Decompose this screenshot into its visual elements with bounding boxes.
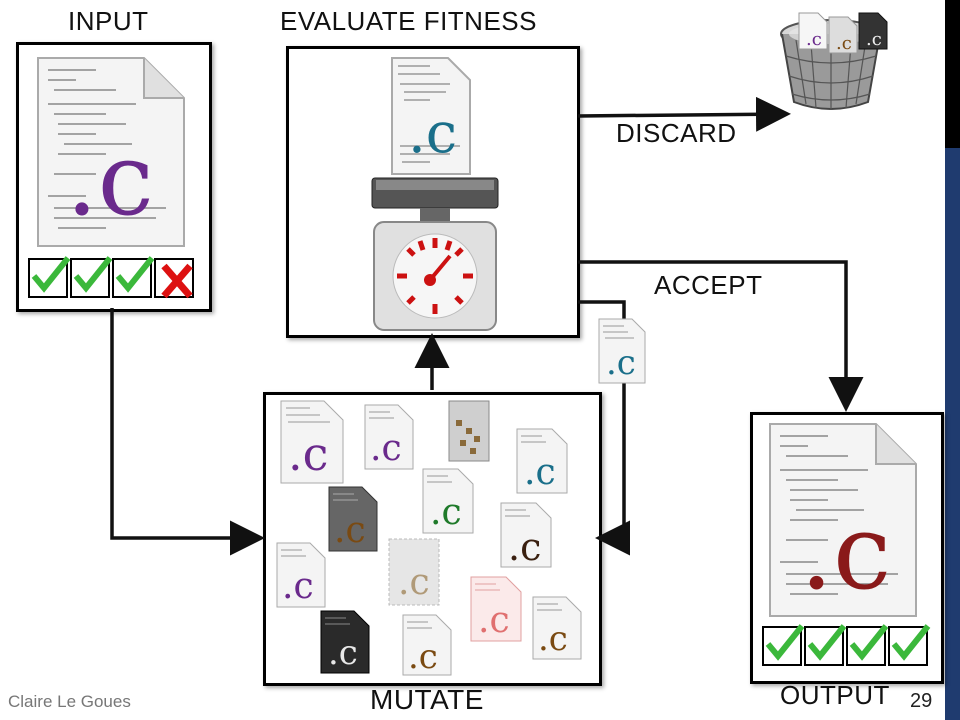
- svg-text:.c: .c: [408, 101, 457, 166]
- input-to-mutate-arrow: [110, 308, 265, 556]
- svg-text:.c: .c: [328, 633, 358, 673]
- svg-text:.c: .c: [478, 600, 510, 641]
- sidebar-black-bar: [945, 0, 960, 148]
- accept-arrow: [578, 260, 864, 412]
- accept-label: ACCEPT: [654, 270, 763, 300]
- check-icon: [846, 624, 889, 666]
- svg-text:.c: .c: [334, 510, 366, 551]
- output-test-results: [762, 624, 931, 666]
- discard-label: DISCARD: [616, 118, 737, 148]
- check-icon: [70, 256, 113, 298]
- svg-text:.c: .c: [538, 619, 568, 659]
- input-label: INPUT: [68, 6, 149, 36]
- check-icon: [112, 256, 155, 298]
- check-icon: [804, 624, 847, 666]
- discard-arrow: [577, 96, 791, 132]
- check-icon: [888, 624, 931, 666]
- svg-text:.c: .c: [524, 452, 556, 493]
- check-icon: [28, 256, 71, 298]
- svg-text:.c: .c: [606, 343, 636, 383]
- svg-text:.c: .c: [398, 562, 430, 603]
- svg-text:.c: .c: [288, 427, 328, 481]
- svg-text:.c: .c: [800, 491, 891, 613]
- sidebar-blue-bar: [945, 148, 960, 720]
- svg-text:.c: .c: [430, 492, 462, 533]
- mutate-label: MUTATE: [370, 684, 484, 715]
- input-test-results: [28, 256, 196, 299]
- svg-text:.c: .c: [866, 29, 882, 50]
- cross-icon: [154, 258, 194, 299]
- evaluate-fitness-label: EVALUATE FITNESS: [280, 6, 537, 36]
- svg-text:.c: .c: [836, 33, 852, 54]
- author-footer: Claire Le Goues: [8, 692, 131, 711]
- svg-text:.c: .c: [66, 121, 154, 238]
- svg-text:.c: .c: [408, 637, 438, 677]
- loop-back-arrow: [578, 300, 630, 556]
- output-label: OUTPUT: [780, 680, 890, 710]
- svg-text:.c: .c: [508, 525, 541, 569]
- page-number: 29: [910, 690, 933, 712]
- svg-text:.c: .c: [806, 29, 822, 50]
- svg-text:.c: .c: [282, 566, 314, 607]
- check-icon: [762, 624, 805, 666]
- svg-text:.c: .c: [370, 428, 402, 469]
